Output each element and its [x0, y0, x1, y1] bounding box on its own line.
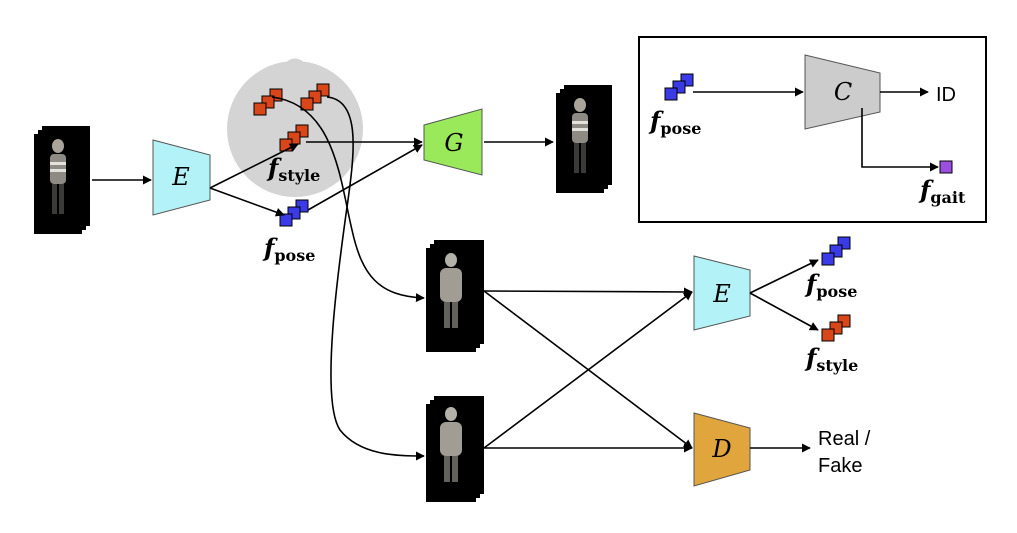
id-label: ID [936, 84, 956, 106]
style-feature-stack-2 [300, 83, 330, 111]
f-pose-label: fpose [262, 233, 315, 265]
pose-cube [279, 213, 293, 227]
arrow-encoder-to-style [209, 143, 299, 189]
pose-cube [821, 252, 835, 266]
pose-feature-stack [279, 199, 309, 227]
real-fake-label-line2: Fake [818, 455, 862, 477]
inset-f-pose-label: fpose [648, 106, 701, 138]
input-sequence [34, 126, 90, 234]
generator-label: G [444, 129, 463, 157]
pose-cube [664, 87, 678, 101]
output-f-style-label: fstyle [804, 343, 858, 375]
arrow-pose-to-generator [307, 144, 423, 211]
arrow-encoder-to-pose [209, 187, 285, 217]
encoder-second-label: E [712, 280, 731, 308]
gait-feature-cube [939, 160, 953, 174]
encoder-main-block: E [152, 139, 211, 216]
arrow-style-swap-1 [271, 96, 425, 303]
arrow-synth2-to-encoder [483, 291, 693, 449]
encoder-main-shape [152, 139, 211, 216]
f-gait-label: fgait [918, 175, 966, 207]
real-fake-label-line1: Real / [818, 428, 871, 450]
discriminator-block: D [693, 412, 751, 487]
arrows [92, 87, 939, 461]
synthesized-sequence-1 [426, 240, 484, 352]
encoder-second-shape [693, 255, 751, 331]
arrow-classifier-to-gait [861, 108, 939, 172]
style-cube [253, 102, 267, 116]
f-style-label: fstyle [266, 153, 320, 185]
generator-block: G [423, 108, 483, 176]
encoder-second-block: E [693, 255, 751, 331]
arrow-synth1-to-encoder [483, 287, 693, 297]
style-cube [300, 97, 314, 111]
generated-sequence [556, 85, 612, 193]
arrow-encoder-to-style-out [749, 292, 819, 331]
cluster-tab [283, 58, 307, 65]
classifier-label: C [834, 78, 852, 106]
discriminator-shape [693, 412, 751, 487]
output-pose-feature-stack [821, 236, 851, 266]
inset-pose-feature-stack [664, 73, 694, 101]
arrow-encoder-to-pose-out [749, 259, 819, 294]
style-cube [821, 328, 835, 342]
output-style-feature-stack [821, 314, 851, 342]
generator-shape [423, 108, 483, 176]
arrow-style-swap-2 [326, 96, 425, 461]
encoder-main-label: E [171, 163, 190, 191]
classifier-inset: fpose C ID fgait [638, 36, 987, 223]
discriminator-label: D [711, 435, 731, 463]
synthesized-sequence-2 [426, 396, 484, 502]
output-f-pose-label: fpose [804, 269, 857, 301]
